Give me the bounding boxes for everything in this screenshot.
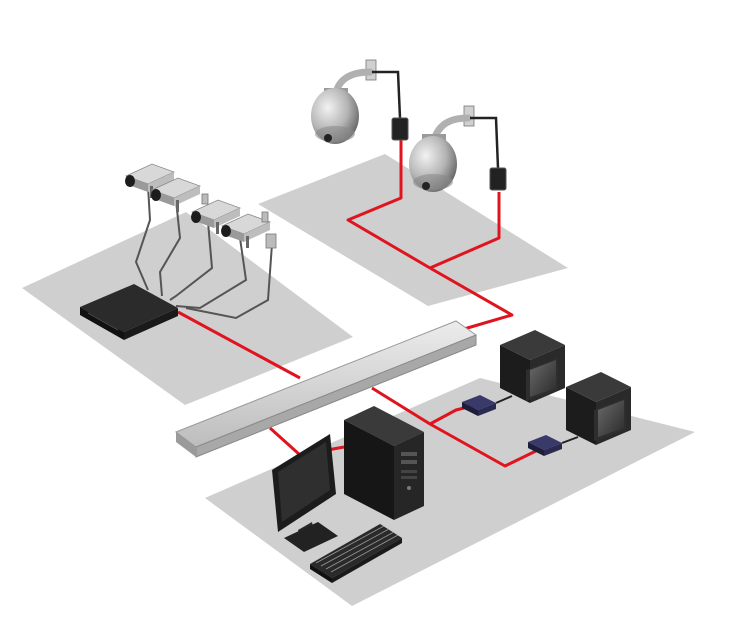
converter-icon (462, 395, 496, 416)
fixed-camera-1 (124, 163, 176, 198)
keyboard-icon (310, 524, 402, 583)
fixed-camera-icon (124, 163, 176, 198)
fixed-camera-4 (220, 211, 277, 249)
network-backbone (174, 320, 478, 458)
keyboard (310, 524, 402, 583)
coax-cables (134, 185, 273, 320)
fixed-camera-3 (190, 193, 242, 234)
monitor-icon (500, 330, 565, 403)
zone-ptz-floor (258, 154, 568, 306)
fixed-camera-icon (190, 199, 242, 234)
network-cables (177, 138, 541, 468)
crt-monitor-1 (500, 330, 565, 403)
ptz-dome-camera-2 (409, 105, 507, 192)
dome-camera-icon (409, 134, 457, 192)
video-converter-2 (528, 435, 579, 456)
pc-tower (344, 406, 424, 520)
dvr-recorder (80, 284, 178, 340)
converter-icon (528, 435, 562, 456)
pc-tower-icon (344, 406, 424, 520)
fixed-camera-icon (150, 177, 202, 212)
lcd-monitor (272, 434, 338, 552)
dome-camera-icon (311, 88, 359, 144)
video-converter-1 (462, 395, 513, 416)
dvr-icon (80, 284, 178, 340)
fixed-camera-2 (150, 177, 202, 212)
monitor-icon (566, 372, 631, 445)
crt-monitor-2 (566, 372, 631, 445)
monitor-icon (272, 434, 338, 552)
ptz-dome-camera-1 (311, 59, 409, 144)
fixed-camera-icon (220, 213, 272, 248)
zone-control-floor (205, 378, 695, 606)
